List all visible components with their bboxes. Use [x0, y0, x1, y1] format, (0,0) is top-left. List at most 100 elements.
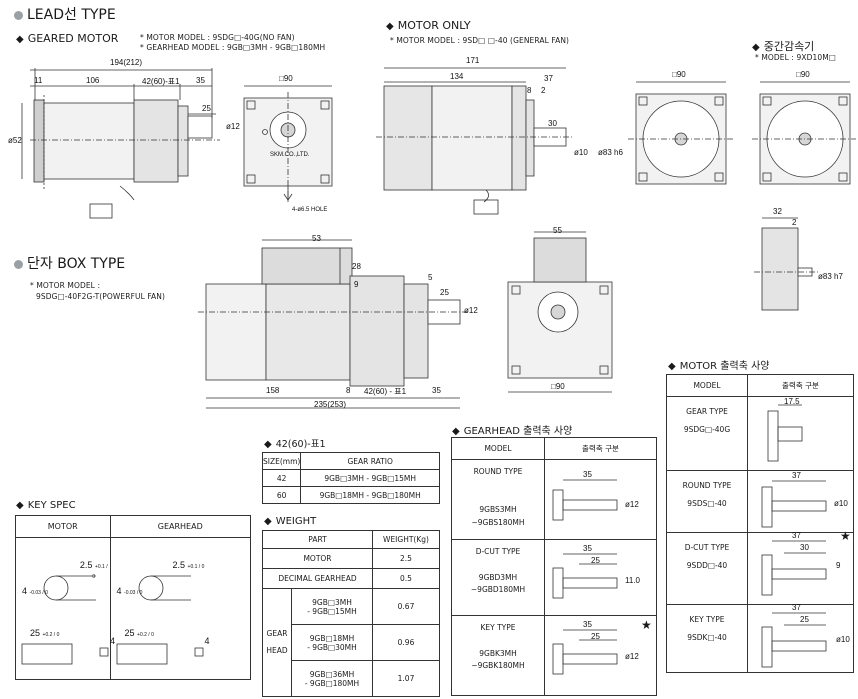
dim-53: 53 — [312, 234, 321, 243]
gear-key-b: 4 -0.03 / 0 — [116, 586, 143, 596]
gear-key-drawing — [116, 575, 203, 665]
motor-key-len: 25 +0.2 / 0 — [30, 628, 60, 638]
table-row: 9GB□18MH- 9GB□30MH 0.96 — [263, 624, 440, 661]
motor-shaft-title: ◆MOTOR 출력축 사양 — [668, 361, 770, 372]
bullet-icon — [14, 260, 23, 269]
ms-dim: 37 — [792, 471, 801, 480]
dim-sq90a: □90 — [672, 70, 686, 79]
gs-shaft-dcut: 35 25 11.0 — [544, 539, 657, 616]
key-header-motor: MOTOR — [15, 515, 111, 538]
dim-32: 32 — [773, 207, 782, 216]
dim-35: 35 — [196, 76, 205, 85]
ms-dim: 37 — [792, 603, 801, 612]
star-icon: ★ — [641, 618, 652, 632]
key-header-gearhead: GEARHEAD — [109, 515, 252, 538]
ms-shaft-dcut: 37 30 9 ★ — [747, 529, 854, 605]
motor-key-a: 2.5 +0.1 / 0 — [79, 560, 108, 580]
key-spec-gear-cell: 2.5 +0.1 / 0 4 -0.03 / 0 25 +0.2 / 0 4 — [109, 537, 252, 680]
motor-only-side-view — [376, 67, 572, 215]
key-spec-motor-cell: 2.5 +0.1 / 0 4 -0.03 / 0 25 +0.2 / 0 4 — [15, 537, 115, 680]
geared-motor-heading: ◆GEARED MOTOR — [16, 32, 119, 45]
controller-note: * MODEL : 9XD10M□ — [755, 53, 836, 62]
diamond-icon: ◆ — [264, 439, 272, 450]
dim-106: 106 — [86, 76, 100, 85]
gear-key-a: 2.5 +0.1 / 0 — [172, 560, 205, 570]
controller-front-view — [752, 81, 856, 185]
ms-header-shaft: 출력축 구분 — [747, 374, 854, 397]
gear-models: 9GB□36MH- 9GB□180MH — [291, 660, 373, 697]
gs-dim: 25 — [591, 556, 600, 565]
dim-25b: 25 — [440, 288, 449, 297]
ms-phi: ø10 — [834, 499, 848, 508]
box-type-front-view — [507, 231, 613, 393]
motor-key-drawing — [21, 575, 109, 665]
dim-25: 25 — [202, 104, 211, 113]
ms-phi: 9 — [836, 561, 841, 570]
brand-label: SKM.CO.,LTD. — [270, 152, 310, 158]
ms-shaft-round: 37 ø10 — [747, 470, 854, 533]
diamond-icon: ◆ — [668, 361, 676, 372]
gs-phi: ø12 — [625, 652, 639, 661]
weight-table-title: ◆WEIGHT — [264, 516, 317, 527]
gear-key-len: 25 +0.2 / 0 — [124, 628, 154, 638]
weight-part: DECIMAL GEARHEAD — [262, 568, 373, 589]
dim-phi83b: ø83 h7 — [818, 272, 843, 281]
motor-only-front-view — [628, 81, 734, 185]
ms-shaft-key: 37 25 ø10 — [747, 603, 854, 673]
weight-value: 0.5 — [372, 568, 440, 589]
ms-header-model: MODEL — [666, 374, 748, 397]
ms-shaft-gear: 17.5 — [747, 396, 854, 471]
ratio-header-size: SIZE(mm) — [261, 452, 302, 470]
dim-sq90b: □90 — [796, 70, 810, 79]
gs-phi: 11.0 — [625, 576, 640, 585]
geared-note-2: * GEARHEAD MODEL : 9GB□3MH - 9GB□180MH — [140, 43, 326, 52]
dim-phi12b: ø12 — [464, 306, 478, 315]
ratio-table: SIZE(mm) GEAR RATIO 42 9GB□3MH - 9GB□15M… — [261, 452, 440, 504]
geared-motor-side-view — [21, 68, 220, 219]
geared-note-1: * MOTOR MODEL : 9SDG□-40G(NO FAN) — [140, 33, 295, 42]
diamond-icon: ◆ — [16, 500, 24, 511]
dim-42b: 42(60) - 표1 — [364, 387, 407, 396]
motor-only-heading: ◆MOTOR ONLY — [386, 19, 471, 32]
dim-9: 9 — [354, 280, 359, 289]
dim-5: 5 — [428, 273, 433, 282]
dim-2: 2 — [541, 86, 546, 95]
ms-dim: 25 — [800, 615, 809, 624]
star-icon: ★ — [840, 529, 851, 543]
weight-header-kg: WEIGHT(Kg) — [372, 530, 440, 549]
lead-type-heading: LEAD선 TYPE — [14, 4, 116, 24]
dim-30: 30 — [548, 119, 557, 128]
weight-value: 2.5 — [372, 548, 440, 569]
gear-models: 9GB□18MH- 9GB□30MH — [291, 624, 373, 661]
dim-42: 42(60)-표1 — [142, 77, 180, 86]
gs-shaft-round: 35 ø12 — [544, 459, 657, 540]
ratio-size: 60 — [261, 486, 302, 504]
motor-only-note: * MOTOR MODEL : 9SD□ □-40 (GENERAL FAN) — [390, 36, 570, 45]
dim-phi52: ø52 — [8, 136, 22, 145]
dim-55: 55 — [553, 226, 562, 235]
dim-158: 158 — [266, 386, 280, 395]
dim-phi83: ø83 h6 — [598, 148, 623, 157]
dim-37: 37 — [544, 74, 553, 83]
gear-models: 9GB□3MH- 9GB□15MH — [291, 588, 373, 625]
dim-overall: 194(212) — [110, 58, 143, 67]
dim-171: 171 — [466, 56, 480, 65]
box-type-heading: 단자 BOX TYPE — [14, 253, 125, 273]
weight-value: 0.96 — [372, 624, 440, 661]
diamond-icon: ◆ — [16, 34, 24, 45]
gs-header-shaft: 출력축 구분 — [544, 437, 657, 460]
ms-dim: 30 — [800, 543, 809, 552]
dim-2b: 2 — [792, 218, 797, 227]
diamond-icon: ◆ — [386, 21, 394, 32]
ms-dim: 37 — [792, 531, 801, 540]
